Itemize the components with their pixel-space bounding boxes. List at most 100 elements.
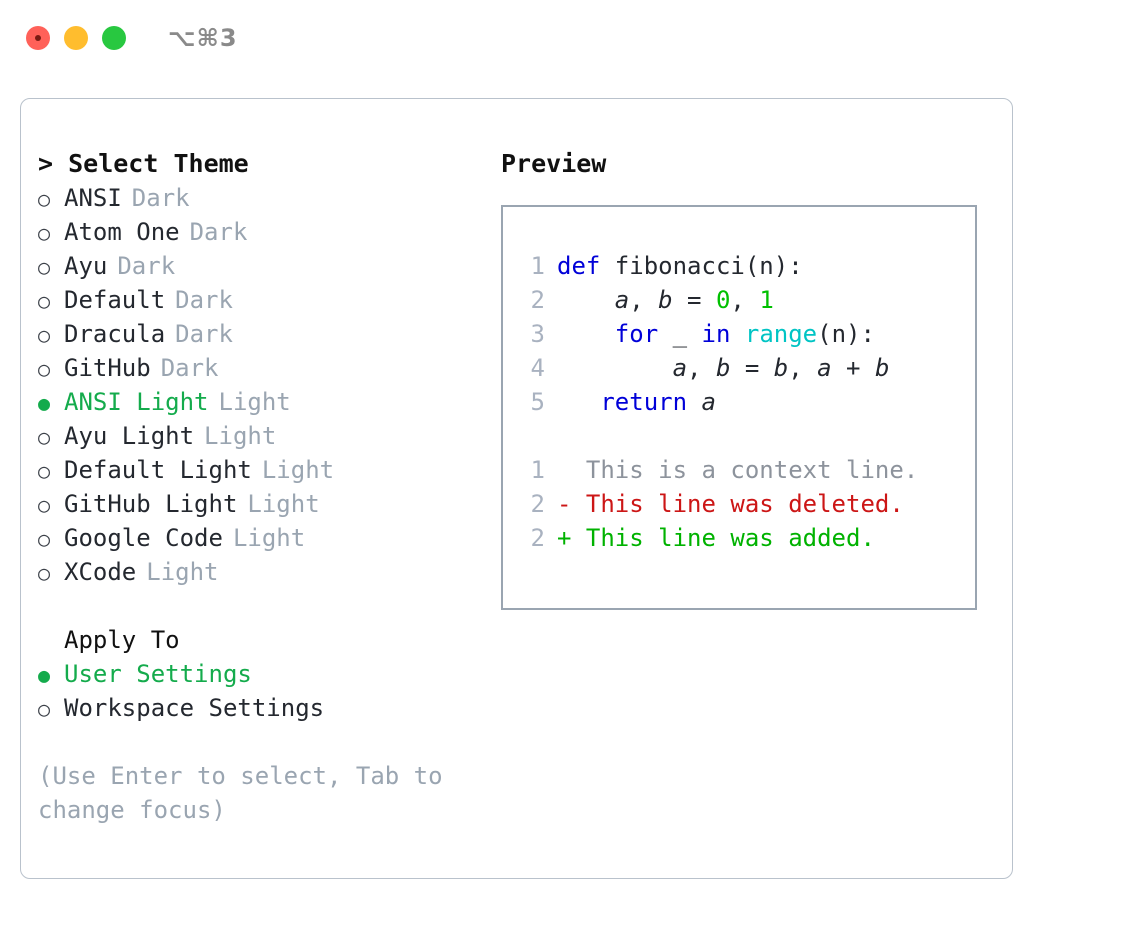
code-token xyxy=(557,354,673,382)
theme-variant-badge: Dark xyxy=(175,320,233,348)
window-titlebar: ⌥⌘3 xyxy=(0,0,1140,76)
code-token xyxy=(730,320,744,348)
theme-option-label: Default Light xyxy=(64,456,252,484)
apply-to-heading: Apply To xyxy=(64,626,180,654)
theme-variant-badge: Light xyxy=(232,524,306,552)
line-number: 1 xyxy=(530,252,545,280)
code-token: , xyxy=(629,286,659,314)
code-line-content: a, b = 0, 1 xyxy=(557,283,774,317)
apply-to-section: Apply To ●User Settings ○ Workspace Settin… xyxy=(38,623,478,725)
code-line-content: for _ in range(n): xyxy=(557,317,875,351)
diff-marker: - xyxy=(557,490,572,518)
code-token: a xyxy=(614,286,630,314)
theme-option-xcode[interactable]: ○ XCode Light xyxy=(38,555,478,589)
diff-line-content: This is a context line. xyxy=(571,456,919,484)
diff-marker: + xyxy=(557,524,572,552)
code-token: b xyxy=(773,354,789,382)
theme-option-label: XCode xyxy=(64,558,137,586)
apply-to-option-workspace-settings[interactable]: ○ Workspace Settings xyxy=(38,691,478,725)
code-token: b xyxy=(874,354,890,382)
theme-variant-badge: Dark xyxy=(189,218,248,246)
theme-variant-badge: Light xyxy=(204,422,277,450)
theme-option-label: Ayu Light xyxy=(64,422,195,450)
code-token: , xyxy=(788,354,818,382)
theme-option-default-light[interactable]: ○ Default Light Light xyxy=(38,453,478,487)
theme-variant-badge: Light xyxy=(261,456,335,484)
code-token: + xyxy=(831,354,875,382)
radio-unselected-icon[interactable]: ○ xyxy=(38,459,51,483)
line-number: 1 xyxy=(530,456,545,484)
diff-line: 2+ This line was added. xyxy=(503,521,975,555)
apply-to-list[interactable]: ●User Settings ○ Workspace Settings xyxy=(38,657,478,725)
keyboard-shortcut-label: ⌥⌘3 xyxy=(168,24,238,52)
theme-option-label: GitHub Light xyxy=(64,490,238,518)
theme-variant-badge: Light xyxy=(247,490,320,518)
radio-unselected-icon[interactable]: ○ xyxy=(38,255,51,279)
radio-unselected-icon[interactable]: ○ xyxy=(38,187,51,211)
theme-option-google-code[interactable]: ○ Google Code Light xyxy=(38,521,478,555)
minimize-button[interactable] xyxy=(64,26,88,50)
theme-variant-badge: Dark xyxy=(131,184,190,212)
radio-unselected-icon[interactable]: ○ xyxy=(38,357,51,381)
close-button[interactable] xyxy=(26,26,50,50)
radio-selected-icon[interactable]: ● xyxy=(38,391,51,415)
code-line-content: def fibonacci(n): xyxy=(557,249,803,283)
diff-line: 2- This line was deleted. xyxy=(503,487,975,521)
code-token: (n): xyxy=(817,320,875,348)
theme-option-label: ANSI Light xyxy=(64,388,209,416)
diff-marker xyxy=(557,453,571,487)
diff-line-content: This line was deleted. xyxy=(571,490,904,518)
code-token: b xyxy=(715,354,731,382)
radio-unselected-icon[interactable]: ○ xyxy=(38,561,51,585)
code-token: a xyxy=(817,354,832,382)
radio-selected-icon[interactable]: ● xyxy=(38,663,51,687)
theme-option-label: Ayu xyxy=(64,252,108,280)
radio-unselected-icon[interactable]: ○ xyxy=(38,527,51,551)
select-theme-heading: > Select Theme xyxy=(38,149,249,178)
theme-option-github-light[interactable]: ○ GitHub Light Light xyxy=(38,487,478,521)
code-token: , xyxy=(730,286,760,314)
radio-unselected-icon[interactable]: ○ xyxy=(38,697,51,721)
theme-option-ayu[interactable]: ○ Ayu Dark xyxy=(38,249,478,283)
theme-variant-badge: Light xyxy=(146,558,219,586)
code-token: , xyxy=(687,354,716,382)
apply-to-option-label: Workspace Settings xyxy=(64,694,325,722)
preview-heading: Preview xyxy=(501,149,607,178)
radio-unselected-icon[interactable]: ○ xyxy=(38,221,51,245)
code-line: 2 a, b = 0, 1 xyxy=(503,283,975,317)
line-number: 4 xyxy=(530,354,545,382)
code-token: return xyxy=(600,388,688,416)
diff-preview: 1 This is a context line. 2- This line wa… xyxy=(503,453,975,555)
radio-unselected-icon[interactable]: ○ xyxy=(38,323,51,347)
code-line: 4 a, b = b, a + b xyxy=(503,351,975,385)
apply-to-option-user-settings[interactable]: ●User Settings xyxy=(38,657,478,691)
radio-unselected-icon[interactable]: ○ xyxy=(38,425,51,449)
preview-spacer xyxy=(503,419,975,453)
code-token: = xyxy=(730,354,774,382)
code-line: 3 for _ in range(n): xyxy=(503,317,975,351)
theme-variant-badge: Dark xyxy=(175,286,233,314)
zoom-button[interactable] xyxy=(102,26,126,50)
code-token: def xyxy=(557,252,601,280)
radio-unselected-icon[interactable]: ○ xyxy=(38,289,51,313)
theme-option-label: Google Code xyxy=(64,524,223,552)
theme-variant-badge: Dark xyxy=(117,252,176,280)
code-token: in xyxy=(701,320,731,348)
theme-option-ayu-light[interactable]: ○ Ayu Light Light xyxy=(38,419,478,453)
code-token: range xyxy=(744,320,818,348)
line-number: 2 xyxy=(530,524,545,552)
radio-unselected-icon[interactable]: ○ xyxy=(38,493,51,517)
code-token: 1 xyxy=(759,286,774,314)
